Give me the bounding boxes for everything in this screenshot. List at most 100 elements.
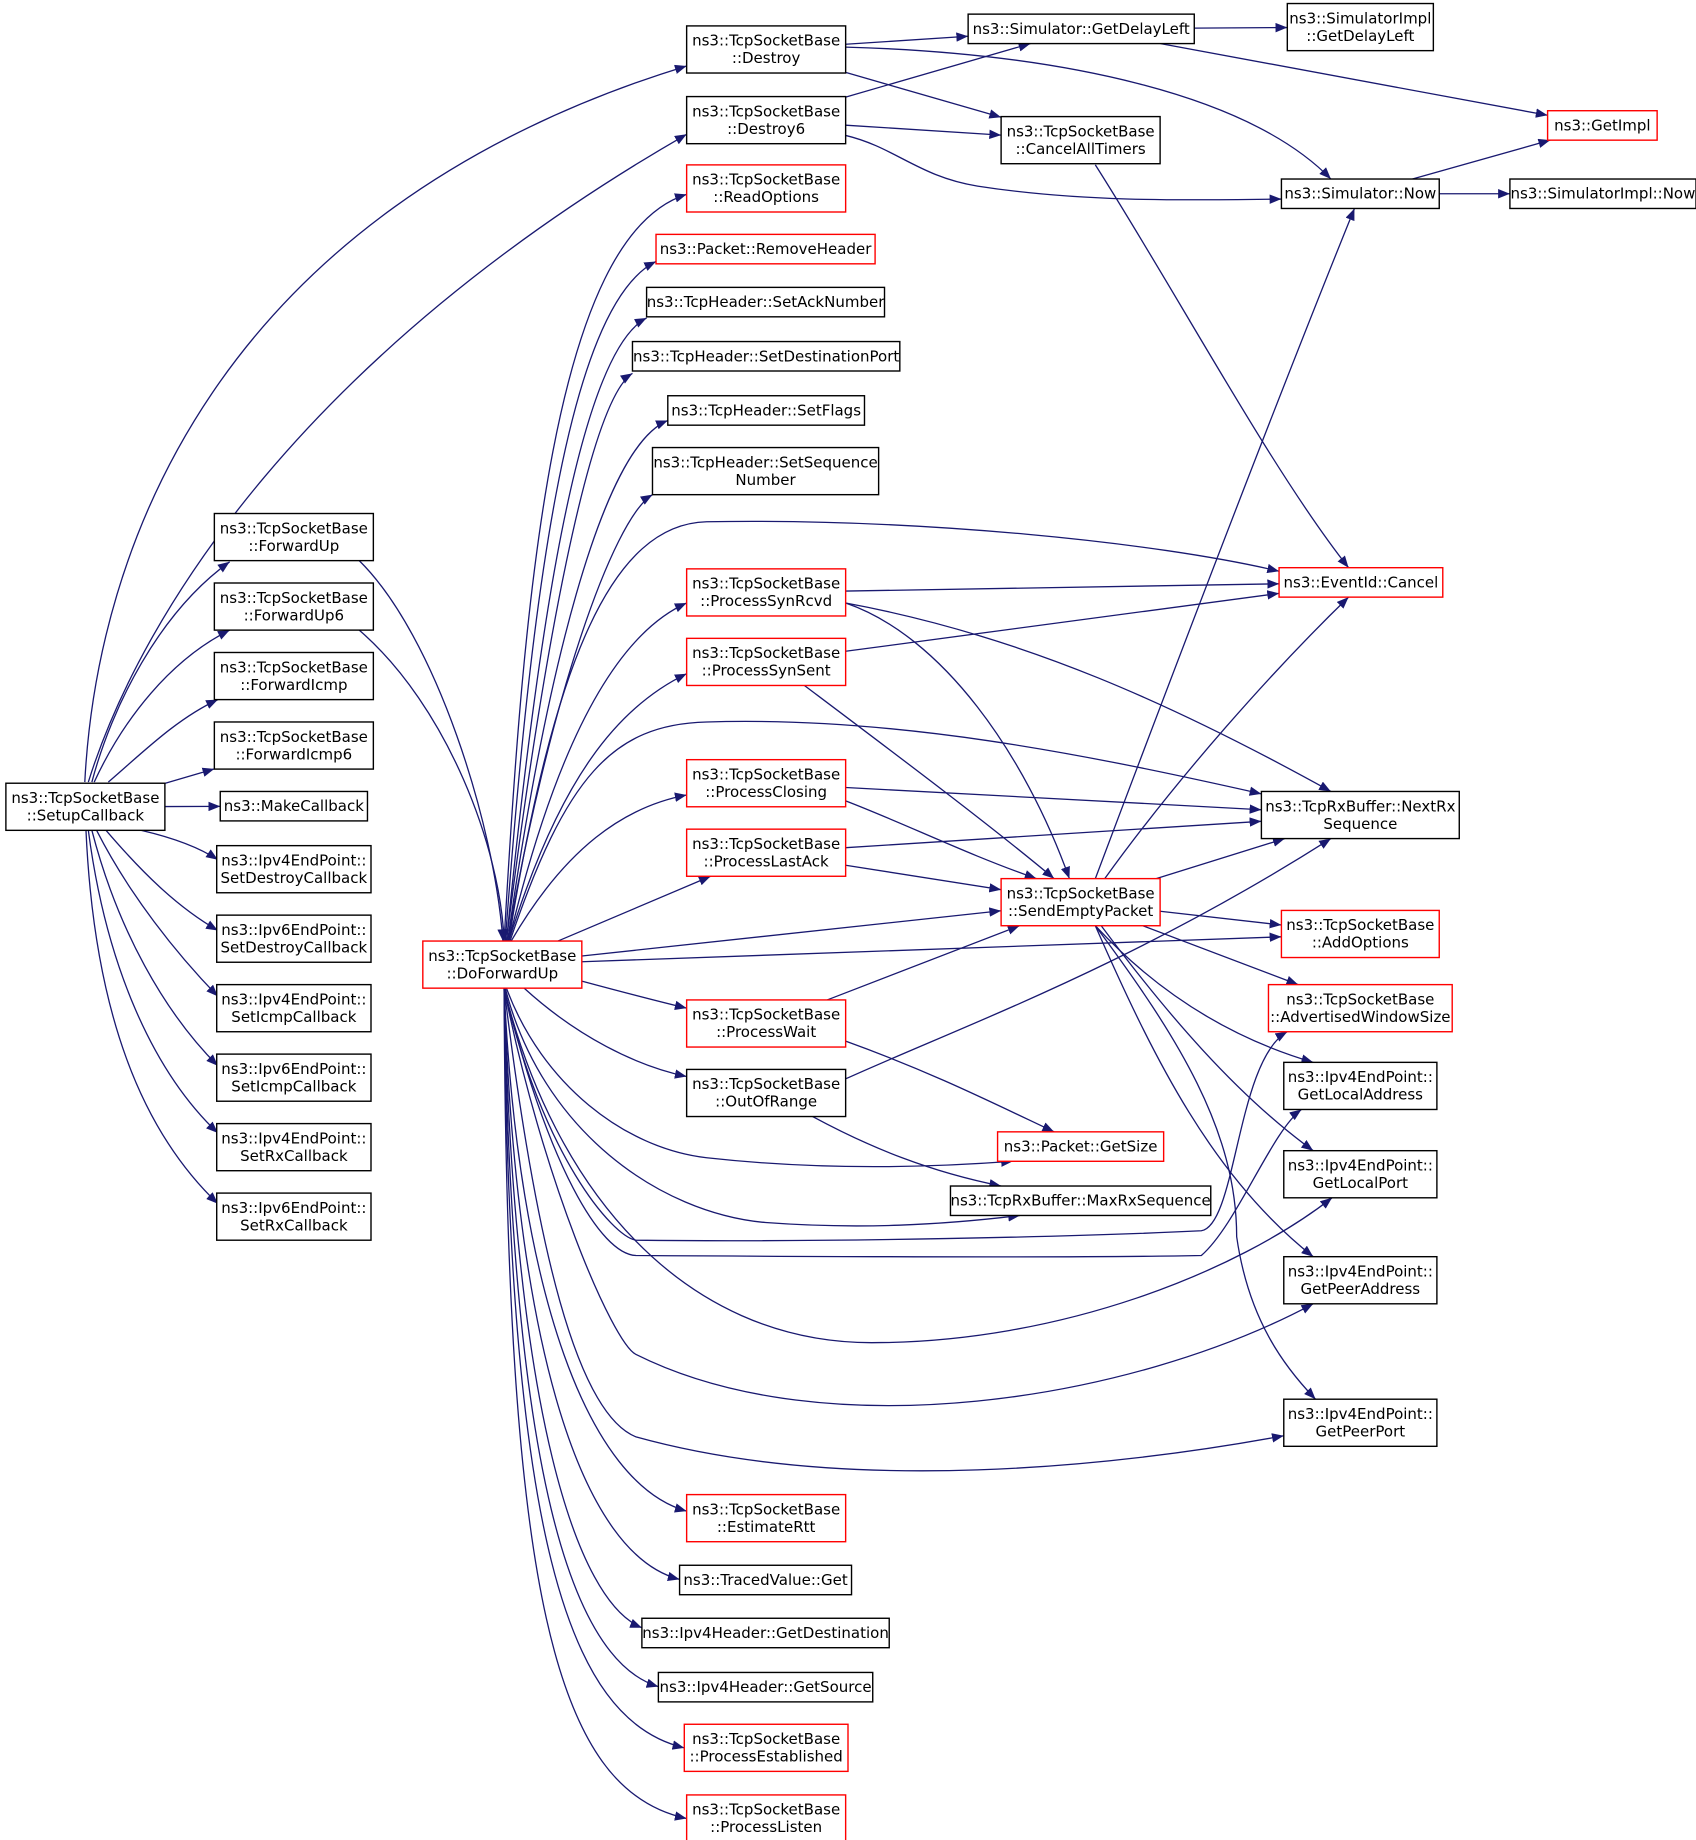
node-box-fwdup[interactable] [213, 512, 375, 562]
node-simimplnow[interactable]: ns3::SimulatorImpl::Now [1509, 178, 1696, 210]
node-box-dofwd[interactable] [422, 940, 583, 989]
node-box-cancelall[interactable] [1000, 115, 1161, 165]
node-addopts[interactable]: ns3::TcpSocketBase::AddOptions [1280, 909, 1440, 959]
node-v6destroy[interactable]: ns3::Ipv6EndPoint::SetDestroyCallback [216, 914, 372, 963]
node-box-tracedget[interactable] [678, 1564, 853, 1596]
node-getpeeraddr[interactable]: ns3::Ipv4EndPoint::GetPeerAddress [1283, 1255, 1438, 1305]
node-sendempty[interactable]: ns3::TcpSocketBase::SendEmptyPacket [1000, 877, 1161, 927]
node-setack[interactable]: ns3::TcpHeader::SetAckNumber [645, 286, 886, 318]
node-box-v4destroy[interactable] [216, 844, 372, 894]
node-box-evcancel[interactable] [1278, 566, 1444, 598]
node-makecb[interactable]: ns3::MakeCallback [219, 790, 369, 822]
node-box-closing[interactable] [685, 758, 847, 808]
node-box-established[interactable] [683, 1723, 849, 1773]
node-box-maxrx[interactable] [949, 1185, 1212, 1217]
node-box-synrcvd[interactable] [685, 568, 847, 617]
node-v6rx[interactable]: ns3::Ipv6EndPoint::SetRxCallback [216, 1192, 372, 1241]
node-box-makecb[interactable] [219, 790, 369, 822]
node-box-setseq[interactable] [651, 446, 880, 496]
node-box-v4hdrsrc[interactable] [657, 1671, 874, 1703]
node-box-addopts[interactable] [1280, 909, 1440, 959]
node-setup[interactable]: ns3::TcpSocketBase::SetupCallback [5, 782, 166, 832]
node-getimpl[interactable]: ns3::GetImpl [1546, 110, 1658, 141]
node-box-getpeerport[interactable] [1283, 1398, 1438, 1448]
node-destroy6[interactable]: ns3::TcpSocketBase::Destroy6 [685, 95, 847, 145]
node-box-getlocalport[interactable] [1283, 1149, 1438, 1199]
node-closing[interactable]: ns3::TcpSocketBase::ProcessClosing [685, 758, 847, 808]
node-box-simimpldelay[interactable] [1286, 2, 1435, 52]
node-box-lastack[interactable] [685, 828, 847, 877]
node-box-setdport[interactable] [631, 340, 901, 372]
node-removehdr[interactable]: ns3::Packet::RemoveHeader [655, 233, 876, 265]
node-tracedget[interactable]: ns3::TracedValue::Get [678, 1564, 853, 1596]
node-destroy[interactable]: ns3::TcpSocketBase::Destroy [685, 25, 847, 74]
node-box-getlocaladdr[interactable] [1283, 1061, 1438, 1111]
node-box-getimpl[interactable] [1546, 110, 1658, 141]
node-box-fwdup6[interactable] [213, 582, 375, 631]
node-getlocalport[interactable]: ns3::Ipv4EndPoint::GetLocalPort [1283, 1149, 1438, 1199]
node-outofrange[interactable]: ns3::TcpSocketBase::OutOfRange [685, 1068, 847, 1118]
node-fwdup6[interactable]: ns3::TcpSocketBase::ForwardUp6 [213, 582, 375, 631]
node-box-v6rx[interactable] [216, 1192, 372, 1241]
node-box-v4icmp[interactable] [216, 983, 372, 1033]
node-box-outofrange[interactable] [685, 1068, 847, 1118]
node-fwdicmp[interactable]: ns3::TcpSocketBase::ForwardIcmp [213, 651, 375, 701]
node-readopts[interactable]: ns3::TcpSocketBase::ReadOptions [685, 164, 847, 213]
node-setdport[interactable]: ns3::TcpHeader::SetDestinationPort [631, 340, 901, 372]
node-box-synsent[interactable] [685, 637, 847, 687]
node-box-fwdicmp[interactable] [213, 651, 375, 701]
node-fwdup[interactable]: ns3::TcpSocketBase::ForwardUp [213, 512, 375, 562]
node-cancelall[interactable]: ns3::TcpSocketBase::CancelAllTimers [1000, 115, 1161, 165]
node-box-destroy6[interactable] [685, 95, 847, 145]
node-box-getpeeraddr[interactable] [1283, 1255, 1438, 1305]
node-advwin[interactable]: ns3::TcpSocketBase::AdvertisedWindowSize [1267, 983, 1453, 1033]
node-box-v6destroy[interactable] [216, 914, 372, 963]
node-box-v6icmp[interactable] [216, 1053, 372, 1102]
node-box-getdelayleft[interactable] [967, 13, 1195, 45]
node-box-pwait[interactable] [685, 999, 847, 1048]
node-box-pktsize[interactable] [996, 1131, 1165, 1162]
node-box-estrtt[interactable] [685, 1493, 847, 1543]
node-established[interactable]: ns3::TcpSocketBase::ProcessEstablished [683, 1723, 849, 1773]
node-box-setflags[interactable] [667, 395, 866, 426]
node-lastack[interactable]: ns3::TcpSocketBase::ProcessLastAck [685, 828, 847, 877]
node-box-readopts[interactable] [685, 164, 847, 213]
node-maxrx[interactable]: ns3::TcpRxBuffer::MaxRxSequence [949, 1185, 1212, 1217]
node-v4destroy[interactable]: ns3::Ipv4EndPoint::SetDestroyCallback [216, 844, 372, 894]
node-pwait[interactable]: ns3::TcpSocketBase::ProcessWait [685, 999, 847, 1048]
node-box-v4rx[interactable] [216, 1122, 372, 1172]
node-plisten[interactable]: ns3::TcpSocketBase::ProcessListen [685, 1794, 847, 1840]
node-box-fwdicmp6[interactable] [213, 721, 375, 770]
node-synrcvd[interactable]: ns3::TcpSocketBase::ProcessSynRcvd [685, 568, 847, 617]
node-box-simnow[interactable] [1280, 178, 1440, 210]
node-box-v4hdrdst[interactable] [641, 1617, 890, 1649]
node-box-simimplnow[interactable] [1509, 178, 1696, 210]
node-v4hdrsrc[interactable]: ns3::Ipv4Header::GetSource [657, 1671, 874, 1703]
node-box-sendempty[interactable] [1000, 877, 1161, 927]
node-simimpldelay[interactable]: ns3::SimulatorImpl::GetDelayLeft [1286, 2, 1435, 52]
node-box-destroy[interactable] [685, 25, 847, 74]
node-getdelayleft[interactable]: ns3::Simulator::GetDelayLeft [967, 13, 1195, 45]
node-v4icmp[interactable]: ns3::Ipv4EndPoint::SetIcmpCallback [216, 983, 372, 1033]
node-pktsize[interactable]: ns3::Packet::GetSize [996, 1131, 1165, 1162]
node-getpeerport[interactable]: ns3::Ipv4EndPoint::GetPeerPort [1283, 1398, 1438, 1448]
node-v6icmp[interactable]: ns3::Ipv6EndPoint::SetIcmpCallback [216, 1053, 372, 1102]
node-setflags[interactable]: ns3::TcpHeader::SetFlags [667, 395, 866, 426]
node-box-advwin[interactable] [1267, 983, 1453, 1033]
node-box-removehdr[interactable] [655, 233, 876, 265]
node-getlocaladdr[interactable]: ns3::Ipv4EndPoint::GetLocalAddress [1283, 1061, 1438, 1111]
node-synsent[interactable]: ns3::TcpSocketBase::ProcessSynSent [685, 637, 847, 687]
node-simnow[interactable]: ns3::Simulator::Now [1280, 178, 1440, 210]
node-box-setup[interactable] [5, 782, 166, 832]
node-box-setack[interactable] [645, 286, 886, 318]
node-estrtt[interactable]: ns3::TcpSocketBase::EstimateRtt [685, 1493, 847, 1543]
node-v4rx[interactable]: ns3::Ipv4EndPoint::SetRxCallback [216, 1122, 372, 1172]
node-fwdicmp6[interactable]: ns3::TcpSocketBase::ForwardIcmp6 [213, 721, 375, 770]
node-box-plisten[interactable] [685, 1794, 847, 1840]
node-dofwd[interactable]: ns3::TcpSocketBase::DoForwardUp [422, 940, 583, 989]
node-box-nextrx[interactable] [1260, 790, 1460, 840]
node-evcancel[interactable]: ns3::EventId::Cancel [1278, 566, 1444, 598]
node-v4hdrdst[interactable]: ns3::Ipv4Header::GetDestination [641, 1617, 890, 1649]
